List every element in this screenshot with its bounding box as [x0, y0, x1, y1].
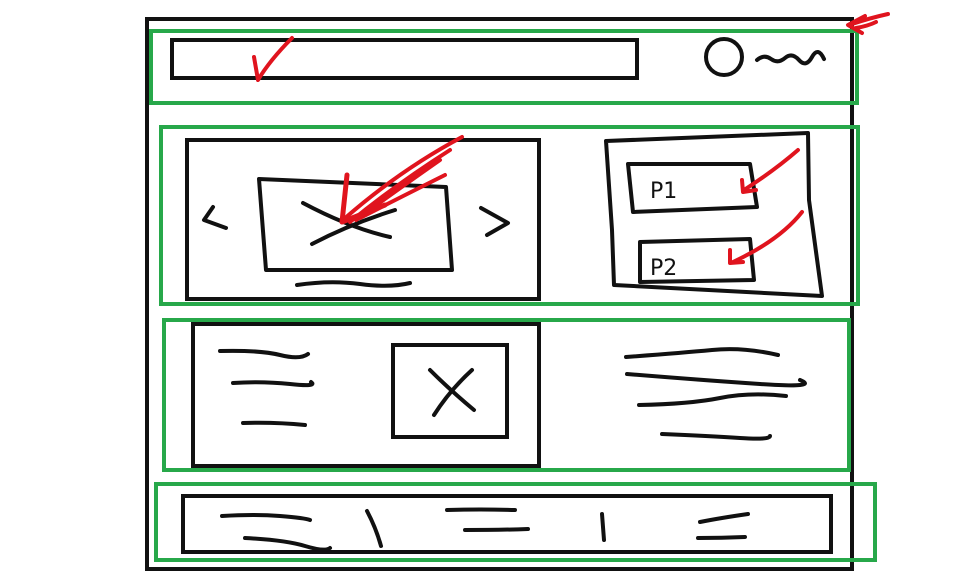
section-outline-footer: [154, 482, 877, 562]
arrow-icon: [740, 148, 800, 194]
image-placeholder-icon: [257, 177, 454, 272]
text-scribble: [625, 372, 807, 388]
check-icon: [252, 36, 294, 82]
arrow-icon: [339, 135, 464, 225]
text-scribble: [218, 348, 310, 360]
chevron-right-icon[interactable]: [479, 206, 510, 237]
footer-link[interactable]: [698, 512, 750, 524]
side-panel-item-label: P1: [650, 179, 677, 204]
user-circle-icon[interactable]: [704, 37, 744, 77]
carousel-frame: [185, 138, 541, 301]
footer-link[interactable]: [696, 535, 747, 540]
footer-link[interactable]: [463, 527, 530, 532]
text-scribble: [637, 392, 788, 407]
arrow-icon: [728, 210, 804, 265]
chevron-left-icon[interactable]: [202, 205, 228, 230]
footer-link[interactable]: [445, 507, 517, 512]
text-block: [624, 347, 807, 441]
side-panel-item-label: P2: [650, 256, 677, 281]
section-outline-hero: [159, 125, 860, 306]
section-outlines: [149, 29, 877, 562]
username-scribble: [755, 50, 826, 66]
side-panel-item[interactable]: P2: [638, 237, 756, 284]
text-scribble: [660, 432, 772, 441]
text-scribble: [231, 380, 315, 388]
footer-link[interactable]: [220, 513, 312, 522]
footer: [181, 494, 833, 554]
section-outline-content: [162, 318, 851, 472]
text-scribble: [624, 347, 780, 359]
side-panel-frame: [604, 131, 824, 298]
content-card: [191, 322, 541, 468]
footer-divider: [365, 509, 383, 548]
side-panel-item[interactable]: P1: [626, 162, 759, 214]
side-panel: P1 P2: [604, 131, 824, 298]
image-placeholder-icon: [391, 343, 509, 439]
text-scribble: [241, 420, 307, 427]
section-outline-header: [149, 29, 859, 105]
footer-divider: [600, 512, 606, 542]
page-frame: [145, 17, 854, 571]
annotations: [252, 12, 890, 265]
header: [170, 37, 826, 80]
caption-scribble: [295, 280, 412, 288]
footer-link[interactable]: [243, 536, 332, 552]
content-card-frame: [191, 322, 541, 468]
carousel: [185, 138, 541, 301]
footer-frame: [181, 494, 833, 554]
arrow-icon: [846, 12, 890, 35]
search-bar[interactable]: [170, 38, 639, 80]
